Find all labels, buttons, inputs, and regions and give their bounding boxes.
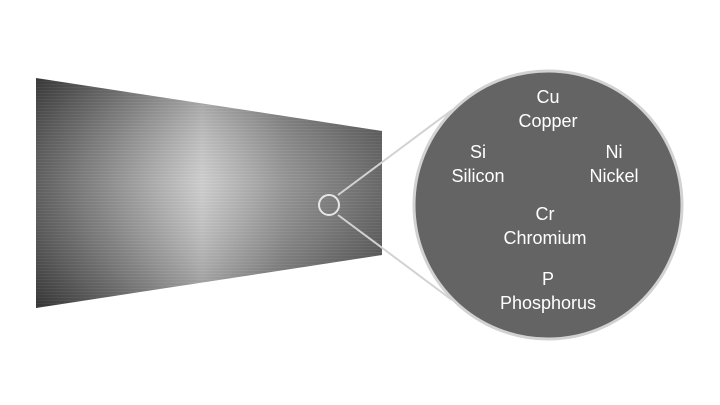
element-name: Phosphorus	[499, 293, 597, 313]
element-nickel: Ni Nickel	[539, 140, 689, 188]
magnifier-circle	[412, 69, 684, 341]
element-chromium: Cr Chromium	[470, 202, 620, 250]
element-symbol: P	[541, 269, 554, 289]
zoom-spot	[318, 194, 340, 216]
element-name: Copper	[518, 111, 578, 131]
element-symbol: Cu	[536, 87, 560, 107]
element-symbol: Ni	[605, 142, 623, 162]
connector-line-bottom	[337, 214, 453, 301]
element-symbol: Cr	[535, 204, 555, 224]
element-copper: Cu Copper	[473, 85, 623, 133]
element-name: Nickel	[589, 166, 639, 186]
metal-sheet	[36, 78, 382, 308]
element-silicon: Si Silicon	[403, 140, 553, 188]
element-symbol: Si	[469, 142, 486, 162]
connector-line-top	[337, 109, 453, 196]
element-name: Chromium	[503, 228, 587, 248]
element-name: Silicon	[451, 166, 505, 186]
element-phosphorus: P Phosphorus	[473, 267, 623, 315]
